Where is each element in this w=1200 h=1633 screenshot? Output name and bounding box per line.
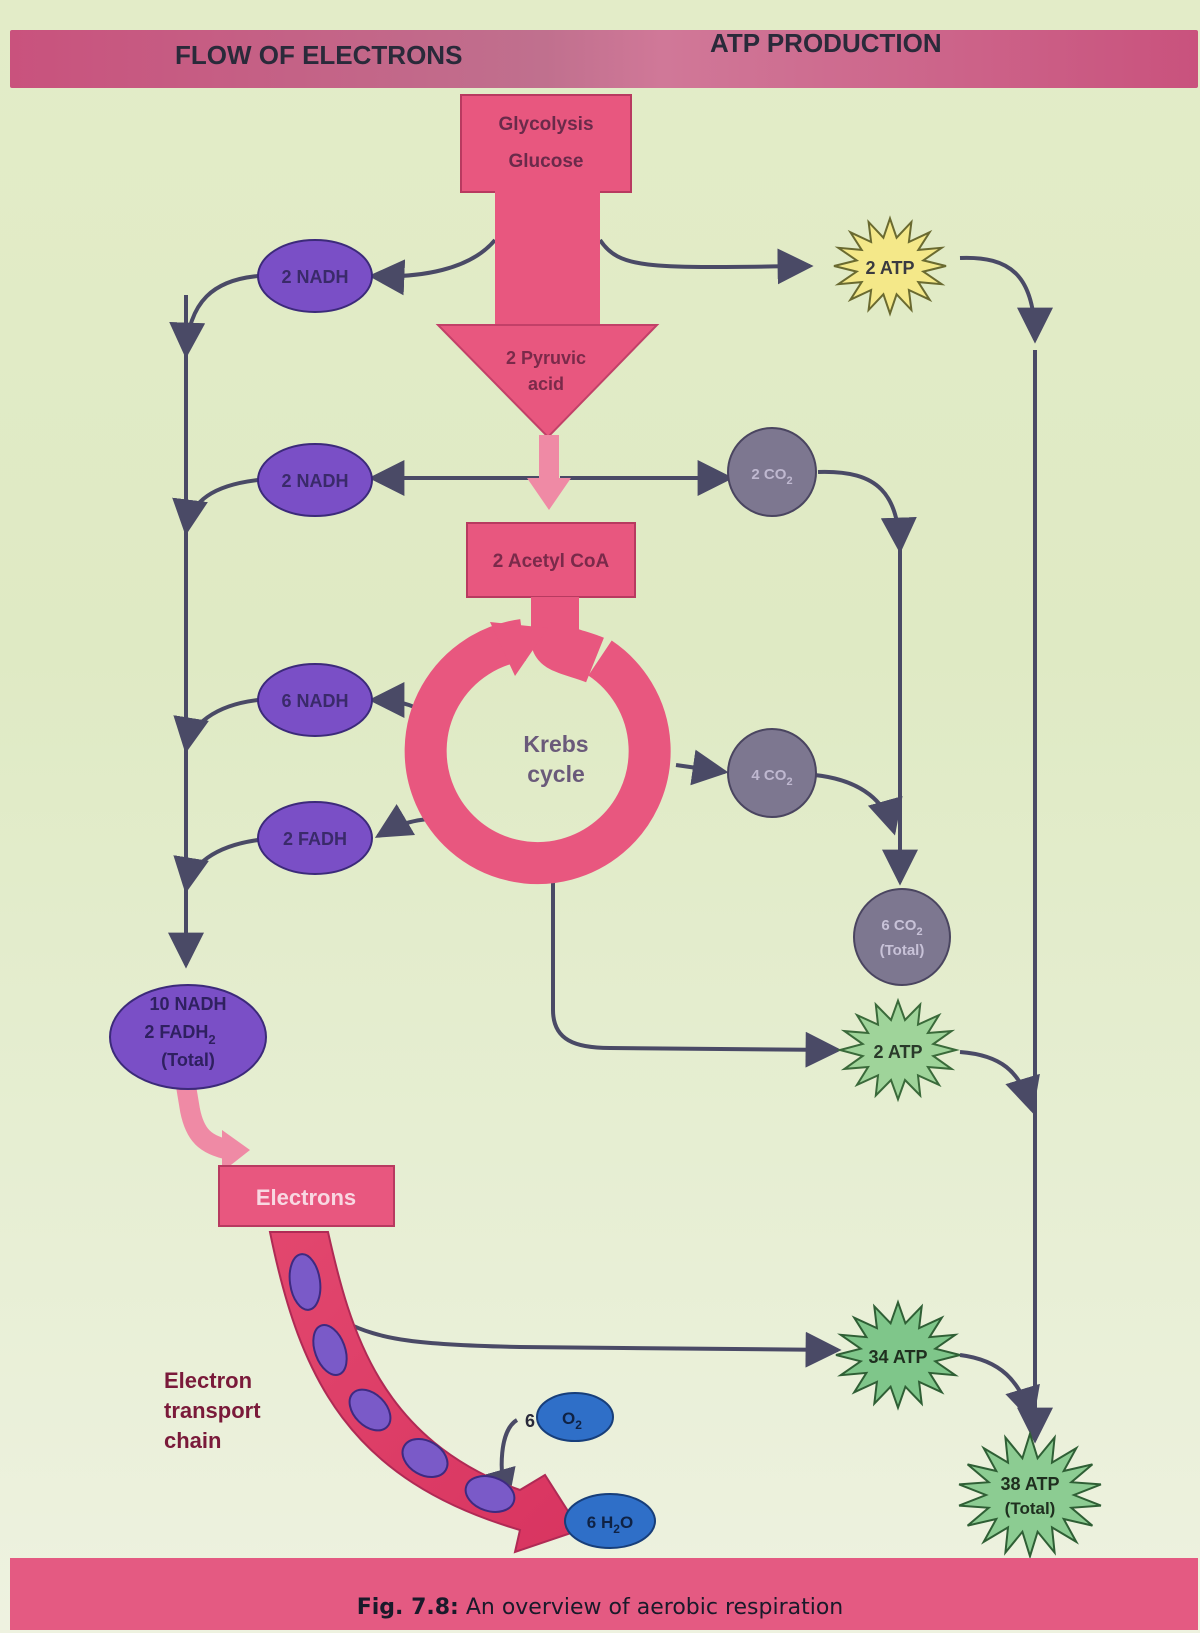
electron-carrier-ovals <box>109 239 373 1090</box>
nadh-total-label-3: (Total) <box>161 1050 215 1070</box>
atp-total-label-1: 38 ATP <box>1000 1474 1059 1494</box>
pyruvic-acid-label: 2 Pyruvic <box>506 348 586 368</box>
co2-circles <box>727 427 951 986</box>
co2-total-label-1: 6 CO2 <box>881 917 922 938</box>
oxygen-water <box>536 1392 656 1549</box>
nadh-oval-pyruvate <box>257 443 373 517</box>
glycolysis-box <box>460 94 632 193</box>
glucose-label: Glucose <box>509 151 584 172</box>
etc-carrier-oval <box>312 1324 348 1376</box>
atp-star-etc <box>835 1299 961 1411</box>
acetyl-coa-box <box>466 522 636 598</box>
krebs-label: Krebs <box>523 731 588 757</box>
pyruvate-to-acetyl-arrow-shaft <box>539 435 559 480</box>
etc-label-2: transport <box>164 1398 261 1423</box>
electrons-box <box>218 1165 395 1227</box>
etc-label-3: chain <box>164 1428 221 1453</box>
glycolysis-pathway <box>173 94 671 1554</box>
electrons-label: Electrons <box>256 1185 356 1210</box>
totals-to-electrons-arrowhead <box>222 1130 250 1172</box>
nadh-oval-glycolysis <box>257 239 373 313</box>
nadh-oval-krebs <box>257 663 373 737</box>
co2-label-1: 2 CO2 <box>751 466 792 487</box>
co2-total-label-2: (Total) <box>880 942 925 959</box>
glycolysis-stem <box>495 190 600 330</box>
atp-star-krebs <box>836 997 960 1103</box>
nadh-fadh-total-oval <box>109 984 267 1090</box>
co2-total-circle <box>853 888 951 986</box>
nadh-label-2: 2 NADH <box>281 471 348 491</box>
atp-star-glycolysis <box>833 215 947 317</box>
flow-of-electrons-heading: FLOW OF ELECTRONS <box>175 40 463 70</box>
header-band <box>10 30 1198 88</box>
pyruvate-to-acetyl-arrowhead <box>527 478 571 510</box>
pyruvic-acid-label-2: acid <box>528 374 564 394</box>
atp-production-heading: ATP PRODUCTION <box>710 28 942 58</box>
nadh-label-1: 2 NADH <box>281 267 348 287</box>
etc-carrier-oval <box>288 1253 322 1311</box>
atp-label-3: 34 ATP <box>868 1347 927 1367</box>
figure-caption-text: An overview of aerobic respiration <box>458 1595 844 1620</box>
etc-carrier-oval <box>348 1388 392 1432</box>
co2-circle-pyruvate <box>727 427 817 517</box>
h2o-oval <box>564 1493 656 1549</box>
o2-label: O2 <box>562 1409 582 1432</box>
o2-coefficient: 6 <box>525 1411 535 1431</box>
etc-carrier-oval <box>464 1475 516 1513</box>
atp-label-2: 2 ATP <box>873 1042 922 1062</box>
h2o-label: 6 H2O <box>587 1513 633 1536</box>
nadh-label-3: 6 NADH <box>281 691 348 711</box>
nadh-total-label-2: 2 FADH2 <box>144 1022 215 1047</box>
figure-number: Fig. 7.8: <box>356 1595 459 1620</box>
pyruvic-acid-arrowhead <box>435 324 660 439</box>
co2-circle-krebs <box>727 728 817 818</box>
acetyl-coa-label: 2 Acetyl CoA <box>493 551 610 572</box>
krebs-cycle-arrowhead <box>490 622 548 676</box>
atp-starbursts <box>833 215 1102 1560</box>
connector-lines <box>168 238 1053 1506</box>
atp-label-1: 2 ATP <box>865 258 914 278</box>
nadh-total-label-1: 10 NADH <box>149 994 226 1014</box>
atp-star-total <box>958 1430 1102 1560</box>
krebs-cycle-ring <box>404 619 671 884</box>
fadh-oval-krebs <box>257 801 373 875</box>
glycolysis-label: Glycolysis <box>498 114 593 135</box>
co2-label-2: 4 CO2 <box>751 767 792 788</box>
o2-oval <box>536 1392 614 1442</box>
acetyl-to-krebs-connector <box>531 597 604 683</box>
etc-carrier-oval <box>401 1438 449 1478</box>
atp-total-label-2: (Total) <box>1005 1499 1056 1518</box>
caption-band <box>10 1558 1198 1630</box>
figure-caption: Fig. 7.8: An overview of aerobic respira… <box>0 1595 1200 1620</box>
cycle-label: cycle <box>527 761 585 787</box>
diagram-labels: Glycolysis Glucose 2 Pyruvic acid 2 Acet… <box>144 114 1059 1536</box>
fadh-label-1: 2 FADH <box>283 829 347 849</box>
etc-label-1: Electron <box>164 1368 252 1393</box>
